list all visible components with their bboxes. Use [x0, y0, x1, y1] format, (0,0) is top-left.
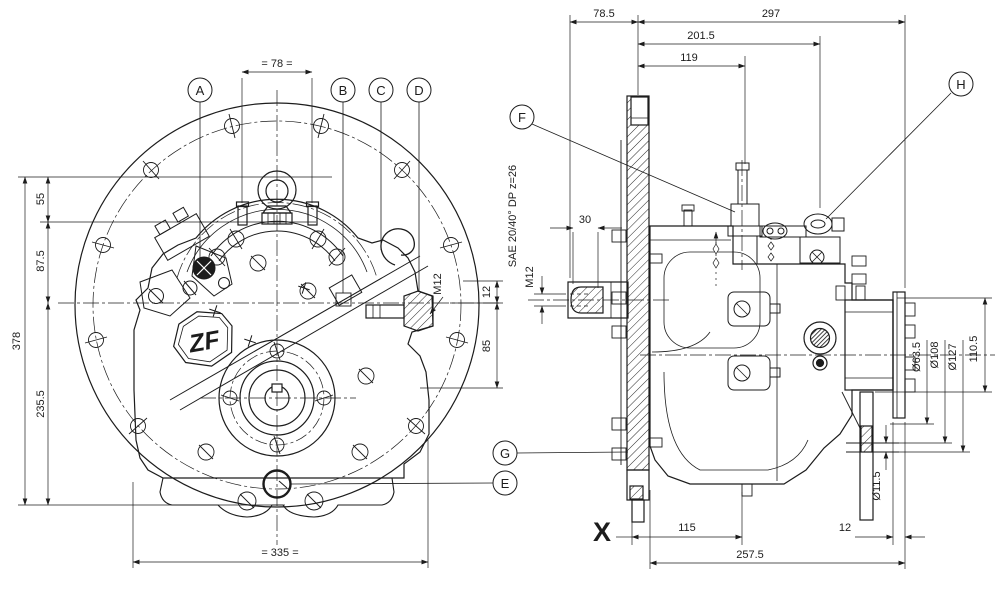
spline-note: SAE 20/40° DP z=26 [507, 165, 519, 267]
dim-m12-side: M12 [524, 266, 536, 287]
dim-d108: Ø108 [929, 342, 941, 369]
dim-85: 85 [481, 340, 493, 352]
dim-12-side: 12 [839, 522, 851, 534]
dim-110-5: 110.5 [968, 336, 980, 363]
top-studs [235, 201, 320, 226]
dim-30: 30 [579, 214, 591, 226]
dim-d63-5: Ø63.5 [911, 342, 923, 372]
gearbox-housing-side [649, 225, 894, 485]
dim-m12-front: M12 [432, 273, 444, 294]
callout-a-label: A [196, 83, 205, 98]
zf-logo: ZF [186, 325, 223, 358]
dim-257-5: 257.5 [736, 549, 764, 561]
dim-297: 297 [762, 8, 780, 20]
input-shaft [567, 281, 629, 319]
callout-c-label: C [376, 83, 385, 98]
dim-378: 378 [11, 332, 23, 350]
dim-d11-5: Ø11.5 [871, 471, 883, 500]
datum-x-label: X [593, 517, 611, 547]
front-view: ZF [58, 90, 500, 545]
callout-f [509, 104, 535, 130]
callout-b-label: B [339, 83, 348, 98]
shift-lever [727, 162, 763, 265]
callout-h [948, 71, 974, 97]
dipstick-head [803, 213, 833, 235]
output-coupling [835, 285, 916, 419]
callout-e [492, 470, 518, 496]
mount-pads [727, 291, 781, 391]
selector-assembly [759, 213, 845, 265]
bolt-b-target [335, 292, 352, 307]
callout-e-label: E [501, 476, 510, 491]
oil-filter-cap [803, 321, 837, 371]
m12-boss [365, 290, 434, 332]
zf-badge: ZF [172, 311, 233, 367]
alignment-marks [209, 282, 310, 347]
body-inner-lines [650, 239, 809, 481]
gearbox-housing-front [133, 198, 434, 479]
dim-335: = 335 = [261, 547, 298, 559]
side-view [528, 95, 995, 523]
callout-letters: A B C D F H G E [196, 77, 966, 491]
side-view-dimensions [534, 15, 992, 569]
callout-b [330, 77, 356, 103]
dim-201-5: 201.5 [687, 30, 715, 42]
output-bracket [841, 391, 899, 521]
dim-55: 55 [35, 193, 47, 205]
drain-plug [262, 469, 292, 499]
dim-235-5: 235.5 [35, 390, 47, 418]
callout-f-label: F [518, 110, 526, 125]
output-flange-front [218, 339, 336, 457]
callout-d-label: D [414, 83, 423, 98]
front-view-dimensions [18, 69, 503, 568]
dim-12-front: 12 [481, 286, 493, 298]
shift-rod [169, 255, 429, 411]
dim-119: 119 [680, 52, 698, 64]
callout-h-label: H [956, 77, 965, 92]
front-view-dim-labels: = 78 = 55 87.5 235.5 378 = 335 = M12 12 … [11, 58, 493, 559]
callout-a [187, 77, 213, 103]
callout-d [406, 77, 432, 103]
dim-78-5: 78.5 [593, 8, 614, 20]
housing-bolts [197, 254, 375, 461]
dim-78: = 78 = [261, 58, 292, 70]
callout-c [368, 77, 394, 103]
dim-115: 115 [678, 522, 696, 534]
callout-g-label: G [500, 446, 510, 461]
callout-g [492, 440, 518, 466]
dim-87-5: 87.5 [35, 250, 47, 271]
bell-housing-flange [74, 102, 480, 508]
cover-bolts [208, 228, 346, 267]
actuator-assembly [139, 206, 233, 317]
side-view-dim-labels: 78.5 297 201.5 119 30 M12 SAE 20/40° DP … [507, 8, 980, 561]
breather-plug [681, 204, 695, 227]
oil-level-chain [712, 231, 720, 286]
lifting-eye [257, 170, 297, 225]
dim-d127: Ø127 [947, 344, 959, 371]
flange-bolt-holes [84, 113, 469, 435]
